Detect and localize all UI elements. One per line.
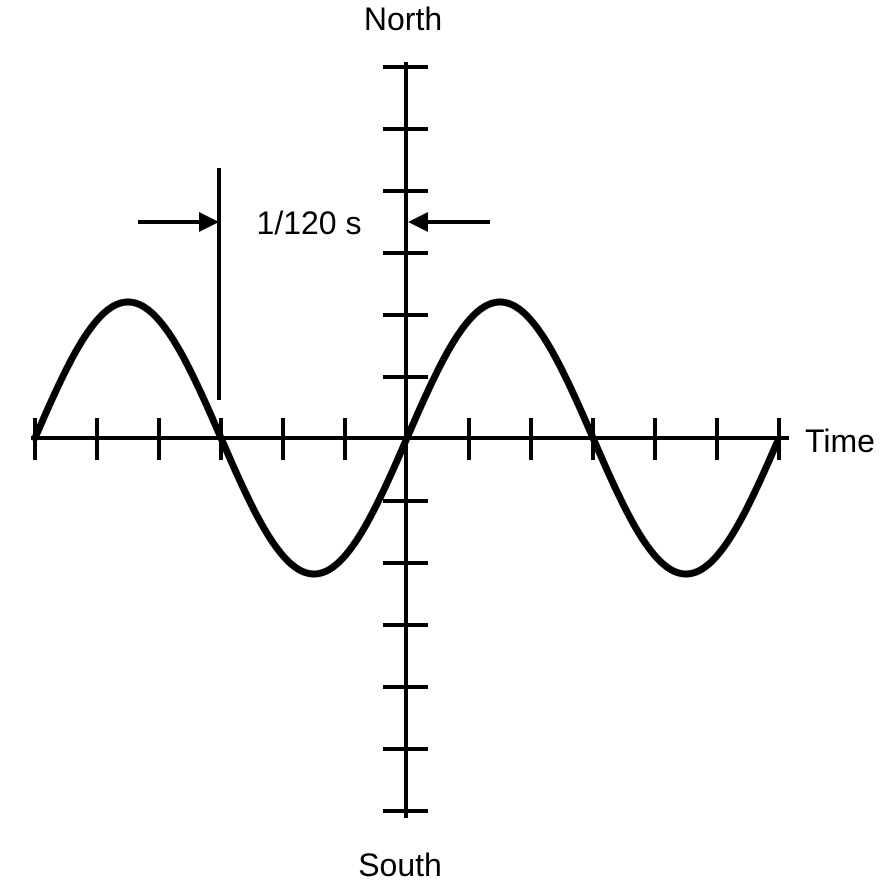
interval-arrow-left bbox=[138, 212, 219, 232]
label-interval: 1/120 s bbox=[257, 205, 362, 241]
label-north: North bbox=[364, 1, 442, 37]
axis-ticks bbox=[33, 65, 781, 813]
sine-wave-curve bbox=[31, 298, 781, 578]
label-time: Time bbox=[805, 423, 875, 459]
label-south: South bbox=[358, 847, 442, 883]
interval-arrow-right bbox=[408, 212, 490, 232]
